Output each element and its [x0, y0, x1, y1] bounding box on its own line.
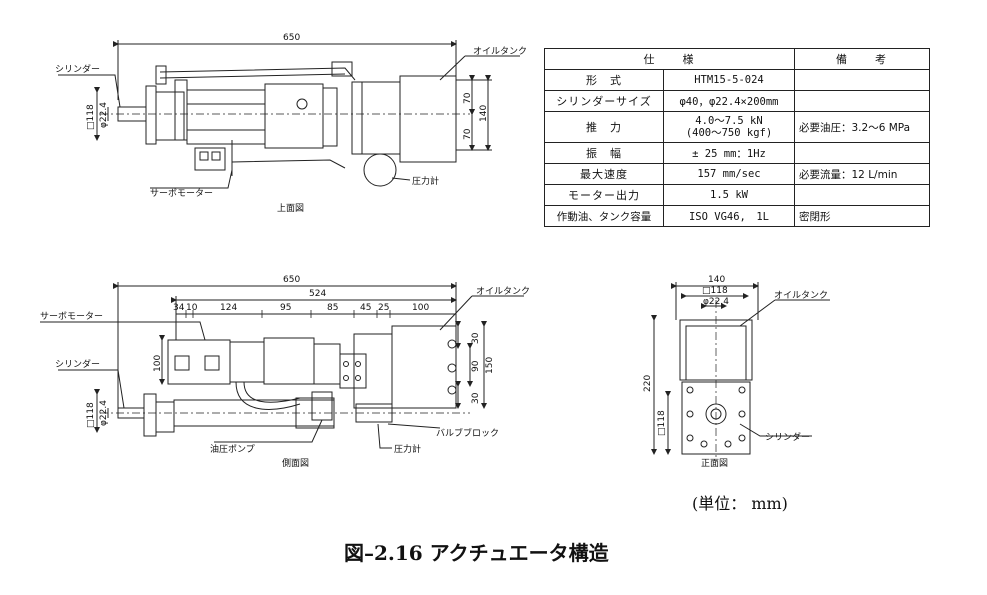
- side-dim-h100: 100: [153, 355, 163, 372]
- spec-value-multiline: 4.0～7.5 kN (400～750 kgf): [663, 111, 795, 143]
- figure-caption: 図–2.16 アクチュエータ構造: [344, 541, 609, 565]
- spec-note: 必要流量：12 L/min: [794, 163, 930, 185]
- unit-note: (単位： mm): [692, 494, 788, 513]
- spec-value: φ40，φ22.4×200mm: [663, 90, 795, 112]
- side-dim-r90: 90: [471, 360, 481, 372]
- side-dim-seg-7: 100: [412, 303, 429, 313]
- spec-note: [794, 69, 930, 91]
- spec-value: 1.5 kW: [663, 184, 795, 206]
- side-dim-r30a: 30: [471, 332, 481, 344]
- spec-row: 形 式 HTM15-5-024: [544, 69, 930, 91]
- side-dim-seg-1: 10: [186, 303, 198, 313]
- top-view-title: 上面図: [277, 203, 304, 214]
- front-dim-d224: φ22.4: [703, 297, 729, 307]
- side-dim-524: 524: [309, 289, 326, 299]
- spec-table: 仕 様 備 考 形 式 HTM15-5-024 シリンダーサイズ φ40，φ22…: [544, 48, 930, 227]
- spec-row: 推 力 4.0～7.5 kN (400～750 kgf) 必要油圧：3.2～6 …: [544, 111, 930, 143]
- front-dim-d118: □118: [702, 286, 728, 296]
- front-view-text: 140 □118 φ22.4 オイルタンク シリンダー 正面図 220 □118: [643, 275, 828, 469]
- top-dim-d224: φ22.4: [99, 102, 109, 128]
- side-label-cylinder: シリンダー: [55, 358, 100, 370]
- spec-name: 推 力: [544, 111, 664, 143]
- side-dim-total: 650: [283, 275, 300, 285]
- side-dim-seg-3: 95: [280, 303, 291, 313]
- spec-value: HTM15-5-024: [663, 69, 795, 91]
- side-label-oil-tank: オイルタンク: [476, 286, 530, 297]
- front-view: [651, 282, 830, 462]
- side-label-valve-block: バルブブロック: [436, 427, 499, 439]
- spec-row: 最大速度 157 mm/sec 必要流量：12 L/min: [544, 163, 930, 185]
- side-dim-r150: 150: [485, 357, 495, 374]
- spec-value: 157 mm/sec: [663, 163, 795, 185]
- side-dim-d118: □118: [86, 402, 96, 428]
- spec-note: [794, 90, 930, 112]
- spec-name: 振 幅: [544, 142, 664, 164]
- front-dim-h118: □118: [657, 410, 667, 436]
- front-dim-h220: 220: [643, 375, 653, 392]
- side-view-title: 側面図: [282, 457, 309, 469]
- side-label-oil-pump: 油圧ポンプ: [210, 443, 255, 455]
- side-dim-seg-5: 45: [360, 303, 371, 313]
- spec-row: 振 幅 ± 25 mm：1Hz: [544, 142, 930, 164]
- top-label-cylinder: シリンダー: [55, 63, 100, 75]
- spec-note: 密閉形: [794, 205, 930, 227]
- spec-header-spec: 仕 様: [544, 48, 795, 70]
- side-dim-seg-4: 85: [327, 303, 338, 313]
- spec-value: ± 25 mm：1Hz: [663, 142, 795, 164]
- side-dim-seg-2: 124: [220, 303, 237, 313]
- spec-header-row: 仕 様 備 考: [544, 48, 930, 70]
- top-dim-total: 650: [283, 33, 300, 43]
- spec-name: 形 式: [544, 69, 664, 91]
- spec-value: 4.0～7.5 kN: [695, 115, 763, 127]
- top-label-oil-tank: オイルタンク: [473, 46, 527, 57]
- spec-row: 作動油、タンク容量 ISO VG46, 1L 密閉形: [544, 205, 930, 227]
- side-label-pressure-gauge: 圧力計: [394, 443, 421, 455]
- spec-name: 作動油、タンク容量: [544, 205, 664, 227]
- spec-value: ISO VG46, 1L: [663, 205, 795, 227]
- top-view-text: 650 シリンダー オイルタンク サーボモーター 圧力計 上面図 □118 φ2…: [55, 33, 527, 214]
- side-view-text: 650 524 34 10 124 95 85 45 25 100 サーボモータ…: [40, 275, 530, 469]
- front-label-oil-tank: オイルタンク: [774, 290, 828, 301]
- spec-note: [794, 184, 930, 206]
- side-view: [40, 282, 524, 449]
- spec-header-remarks: 備 考: [794, 48, 930, 70]
- side-label-servo-motor: サーボモーター: [40, 311, 103, 322]
- top-view: [58, 40, 520, 189]
- top-label-servo-motor: サーボモーター: [150, 188, 213, 199]
- front-dim-w140: 140: [708, 275, 725, 285]
- spec-note: [794, 142, 930, 164]
- side-dim-seg-6: 25: [378, 303, 389, 313]
- top-dim-h140: 140: [479, 105, 489, 122]
- front-view-title: 正面図: [701, 458, 728, 469]
- side-dim-seg-0: 34: [173, 303, 185, 313]
- top-label-pressure-gauge: 圧力計: [412, 175, 439, 187]
- side-dim-d224: φ22.4: [99, 400, 109, 426]
- side-dim-r30b: 30: [471, 392, 481, 404]
- spec-note: 必要油圧：3.2～6 MPa: [794, 111, 930, 143]
- spec-row: シリンダーサイズ φ40，φ22.4×200mm: [544, 90, 930, 112]
- top-dim-d118: □118: [86, 104, 96, 130]
- spec-name: シリンダーサイズ: [544, 90, 664, 112]
- spec-name: 最大速度: [544, 163, 664, 185]
- spec-name: モーター出力: [544, 184, 664, 206]
- top-dim-h70a: 70: [463, 92, 473, 104]
- front-label-cylinder: シリンダー: [765, 431, 810, 443]
- spec-value-sub: (400～750 kgf): [685, 127, 773, 139]
- top-dim-h70b: 70: [463, 128, 473, 140]
- spec-row: モーター出力 1.5 kW: [544, 184, 930, 206]
